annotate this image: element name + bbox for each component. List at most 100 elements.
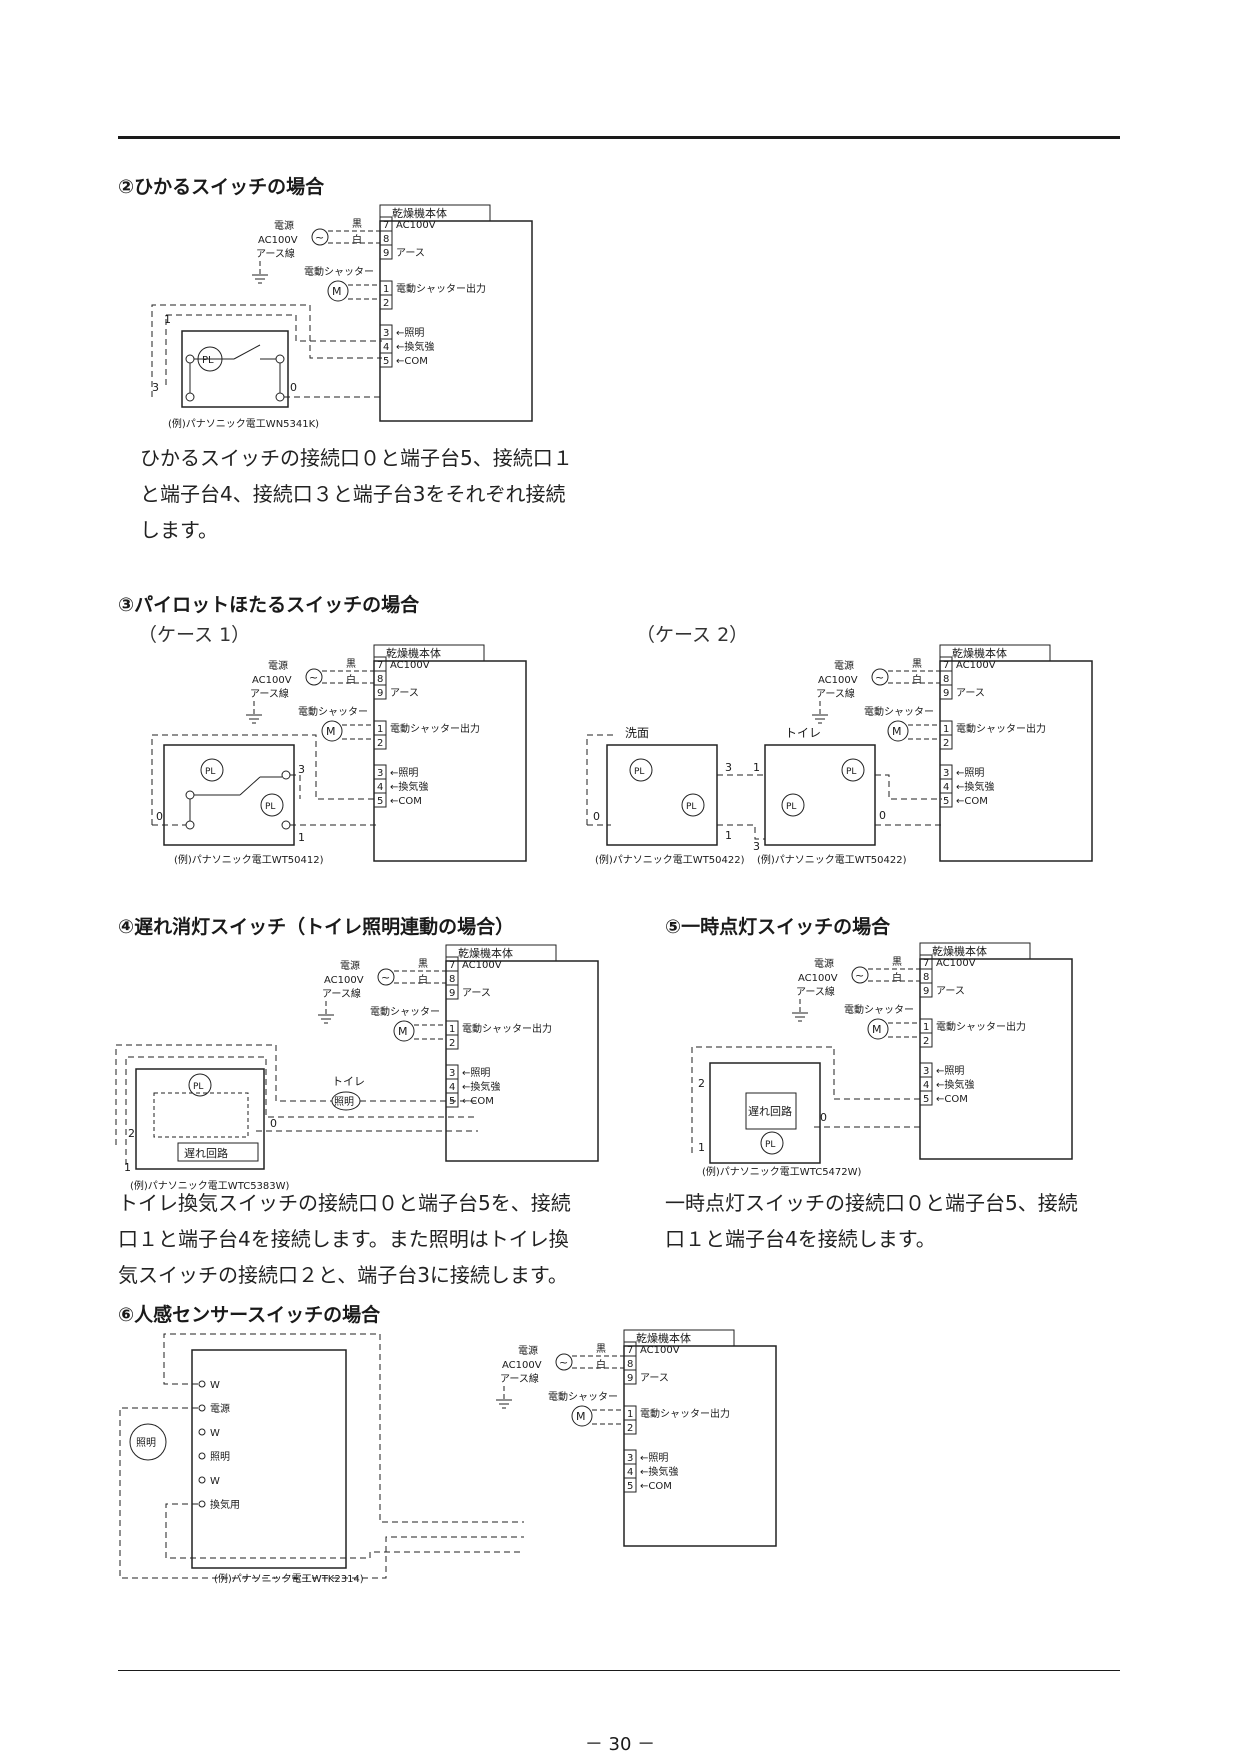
terminal-number: 7 xyxy=(943,660,949,671)
terminal-number: 4 xyxy=(923,1080,929,1091)
svg-text:3: 3 xyxy=(753,840,760,853)
terminal-number: 2 xyxy=(923,1036,929,1047)
terminal-label: ←換気強 xyxy=(462,1080,500,1093)
terminal-box xyxy=(623,1369,637,1385)
terminal-label: AC100V xyxy=(640,1345,680,1356)
terminal-label: AC100V xyxy=(956,660,996,671)
terminal-label: ←照明 xyxy=(396,327,424,339)
shutter-label: 電動シャッター xyxy=(370,1005,440,1018)
white-wire-label: 白 xyxy=(596,1358,606,1371)
terminal-number: 8 xyxy=(943,674,949,685)
ac-voltage-label: AC100V xyxy=(324,975,364,986)
terminal-label: 電動シャッター出力 xyxy=(396,282,486,295)
unit-frame xyxy=(379,220,533,422)
ground-icon xyxy=(812,714,828,724)
example-model: (例)パナソニック電工WTC5383W) xyxy=(130,1179,290,1192)
earth-wire-label: アース線 xyxy=(816,687,855,700)
unit-frame xyxy=(623,1345,777,1547)
page-number: － 30 － xyxy=(584,1734,656,1755)
ac-voltage-label: AC100V xyxy=(252,675,292,686)
section-4-heading: ④遅れ消灯スイッチ（トイレ照明連動の場合） xyxy=(118,916,515,938)
toilet-label: トイレ xyxy=(332,1075,365,1088)
terminal-number: 4 xyxy=(383,342,389,353)
terminal-number: 1 xyxy=(383,284,389,295)
terminal-number: 1 xyxy=(627,1409,633,1420)
switch-box xyxy=(181,330,289,408)
unit-title: 乾燥機本体 xyxy=(458,946,513,960)
black-wire-label: 黒 xyxy=(346,658,356,670)
terminal-number: 3 xyxy=(449,1068,455,1079)
terminal-label: ←換気強 xyxy=(956,780,994,793)
terminal-number: 9 xyxy=(383,248,389,259)
svg-text:PL: PL xyxy=(846,767,856,777)
motor-wires xyxy=(348,284,380,300)
unit-frame xyxy=(939,660,1093,862)
svg-text:PL: PL xyxy=(786,802,796,812)
terminal-number: 4 xyxy=(377,782,383,793)
motor-icon xyxy=(571,1405,593,1427)
terminal-number: 2 xyxy=(627,1423,633,1434)
svg-text:0: 0 xyxy=(156,810,163,823)
terminal-number: 8 xyxy=(627,1359,633,1370)
terminal-number: 8 xyxy=(923,972,929,983)
terminal-box xyxy=(919,1090,933,1106)
terminal-number: 3 xyxy=(923,1066,929,1077)
svg-text:1: 1 xyxy=(164,313,171,326)
ac-source-icon xyxy=(555,1353,573,1371)
white-wire-label: 白 xyxy=(352,233,362,246)
white-wire-label: 白 xyxy=(418,973,428,986)
terminal-number: 4 xyxy=(449,1082,455,1093)
sensor-terminal-label: 照明 xyxy=(210,1451,230,1463)
power-wires xyxy=(253,670,374,715)
shutter-label: 電動シャッター xyxy=(548,1390,618,1403)
svg-text:1: 1 xyxy=(298,831,305,844)
unit-frame xyxy=(373,660,527,862)
svg-text:0: 0 xyxy=(879,809,886,822)
svg-text:3: 3 xyxy=(725,761,732,774)
terminal-label: 電動シャッター出力 xyxy=(462,1022,552,1035)
terminal-number: 8 xyxy=(383,234,389,245)
terminal-number: 7 xyxy=(449,960,455,971)
terminal-label: ←照明 xyxy=(640,1452,668,1464)
motor-label: M xyxy=(332,285,342,298)
terminal-number: 2 xyxy=(943,738,949,749)
terminal-box xyxy=(939,792,953,808)
motor-label: M xyxy=(398,1025,408,1038)
unit-title: 乾燥機本体 xyxy=(392,206,447,220)
terminal-number: 9 xyxy=(449,988,455,999)
sensor-terminal-label: W xyxy=(210,1428,220,1439)
pilot-lamp-label: PL xyxy=(202,355,214,366)
text-line: ひかるスイッチの接続口０と端子台5、接続口１ xyxy=(140,446,573,470)
terminal-box xyxy=(445,1092,459,1108)
terminal-box xyxy=(445,1034,459,1050)
svg-text:1: 1 xyxy=(124,1161,131,1174)
terminal-label: アース xyxy=(390,688,419,699)
terminal-box xyxy=(939,734,953,750)
text-line: 口１と端子台4を接続します。 xyxy=(665,1227,936,1251)
example-model: (例)パナソニック電工WT50412) xyxy=(174,853,324,866)
white-wire-label: 白 xyxy=(912,673,922,686)
sensor-terminal xyxy=(198,1476,206,1484)
power-label: 電源 xyxy=(518,1344,538,1357)
ac-source-symbol: ~ xyxy=(309,671,318,684)
pilot-lamp-icon xyxy=(200,758,224,782)
switch-box-toilet xyxy=(764,744,876,846)
svg-text:2: 2 xyxy=(128,1127,135,1140)
ac-source-symbol: ~ xyxy=(315,231,324,244)
terminal-number: 3 xyxy=(627,1453,633,1464)
power-label: 電源 xyxy=(814,957,834,970)
ac-voltage-label: AC100V xyxy=(258,235,298,246)
unit-frame xyxy=(445,960,599,1162)
example-model: (例)パナソニック電工WTC5472W) xyxy=(702,1165,862,1178)
terminal-box xyxy=(445,984,459,1000)
terminal-label: アース xyxy=(936,986,965,997)
light-icon xyxy=(129,1423,167,1461)
terminal-box xyxy=(379,244,393,260)
terminal-number: 9 xyxy=(943,688,949,699)
